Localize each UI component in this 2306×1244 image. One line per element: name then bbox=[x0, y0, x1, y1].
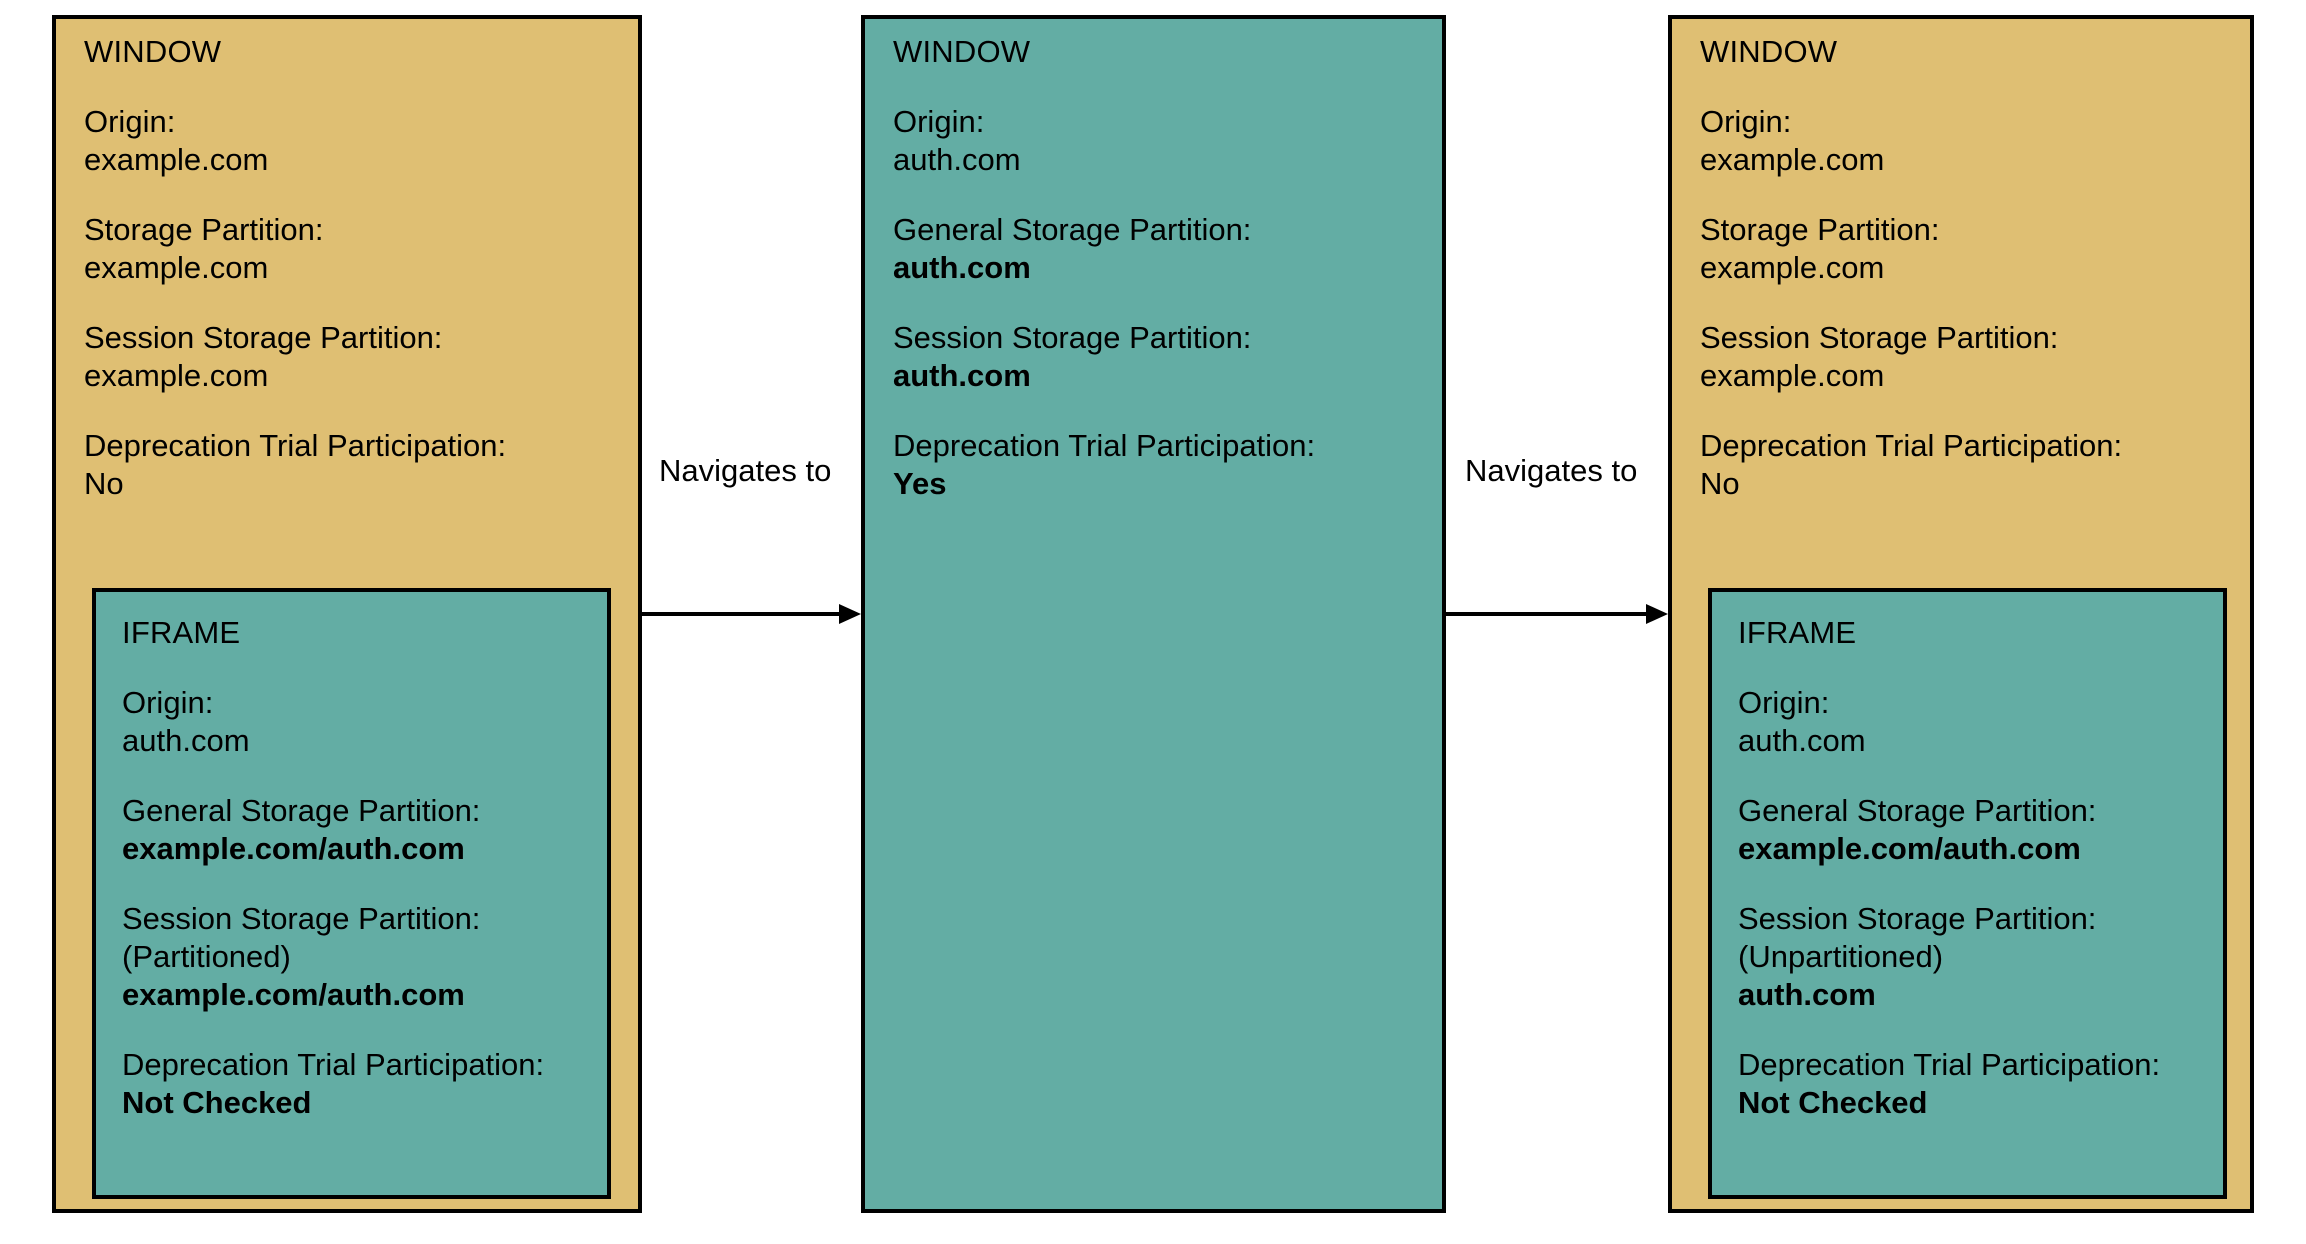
arrow-2-shaft bbox=[1446, 612, 1649, 616]
iframe-field-origin: Origin: auth.com bbox=[122, 684, 597, 760]
iframe-field-general-storage-partition: General Storage Partition: example.com/a… bbox=[122, 792, 597, 868]
arrow-1-label: Navigates to bbox=[659, 453, 832, 488]
iframe-panel-3: IFRAME Origin: auth.com General Storage … bbox=[1708, 588, 2227, 1199]
field-origin-value: auth.com bbox=[893, 142, 1021, 177]
window-panel-1-text: WINDOW Origin: example.com Storage Parti… bbox=[84, 33, 628, 503]
field-storage-partition-value: example.com bbox=[84, 250, 269, 285]
window-panel-3: WINDOW Origin: example.com Storage Parti… bbox=[1668, 15, 2254, 1213]
iframe-field-session-storage-partition-sub: (Unpartitioned) bbox=[1738, 939, 1944, 974]
field-deprecation-trial-value: Yes bbox=[893, 466, 947, 501]
iframe-field-deprecation-trial-value: Not Checked bbox=[122, 1085, 312, 1120]
iframe-field-origin: Origin: auth.com bbox=[1738, 684, 2213, 760]
field-session-storage-partition: Session Storage Partition: example.com bbox=[84, 319, 628, 395]
iframe-field-origin-label: Origin: bbox=[1738, 685, 1830, 720]
field-session-storage-partition-label: Session Storage Partition: bbox=[893, 320, 1252, 355]
field-origin: Origin: example.com bbox=[1700, 103, 2240, 179]
iframe-field-session-storage-partition-value: auth.com bbox=[1738, 977, 1876, 1012]
field-general-storage-partition-value: auth.com bbox=[893, 250, 1031, 285]
field-storage-partition-value: example.com bbox=[1700, 250, 1885, 285]
field-general-storage-partition: General Storage Partition: auth.com bbox=[893, 211, 1432, 287]
iframe-field-deprecation-trial-label: Deprecation Trial Participation: bbox=[1738, 1047, 2161, 1082]
field-session-storage-partition-label: Session Storage Partition: bbox=[84, 320, 443, 355]
field-origin-value: example.com bbox=[84, 142, 269, 177]
field-origin-value: example.com bbox=[1700, 142, 1885, 177]
arrow-2-head bbox=[1646, 604, 1668, 624]
window-panel-2: WINDOW Origin: auth.com General Storage … bbox=[861, 15, 1446, 1213]
field-deprecation-trial-label: Deprecation Trial Participation: bbox=[84, 428, 507, 463]
iframe-field-general-storage-partition-label: General Storage Partition: bbox=[122, 793, 481, 828]
window-panel-2-title: WINDOW bbox=[893, 34, 1031, 69]
iframe-panel-3-text: IFRAME Origin: auth.com General Storage … bbox=[1738, 614, 2213, 1122]
iframe-panel-1: IFRAME Origin: auth.com General Storage … bbox=[92, 588, 611, 1199]
field-session-storage-partition: Session Storage Partition: auth.com bbox=[893, 319, 1432, 395]
iframe-panel-1-text: IFRAME Origin: auth.com General Storage … bbox=[122, 614, 597, 1122]
field-origin: Origin: example.com bbox=[84, 103, 628, 179]
field-session-storage-partition-value: example.com bbox=[84, 358, 269, 393]
iframe-field-session-storage-partition-value: example.com/auth.com bbox=[122, 977, 465, 1012]
iframe-field-general-storage-partition: General Storage Partition: example.com/a… bbox=[1738, 792, 2213, 868]
iframe-field-deprecation-trial: Deprecation Trial Participation: Not Che… bbox=[1738, 1046, 2213, 1122]
iframe-field-deprecation-trial-value: Not Checked bbox=[1738, 1085, 1928, 1120]
field-origin-label: Origin: bbox=[893, 104, 985, 139]
iframe-field-session-storage-partition: Session Storage Partition: (Unpartitione… bbox=[1738, 900, 2213, 1014]
field-session-storage-partition-value: example.com bbox=[1700, 358, 1885, 393]
field-general-storage-partition-label: General Storage Partition: bbox=[893, 212, 1252, 247]
field-deprecation-trial-label: Deprecation Trial Participation: bbox=[893, 428, 1316, 463]
field-storage-partition: Storage Partition: example.com bbox=[84, 211, 628, 287]
iframe-field-session-storage-partition: Session Storage Partition: (Partitioned)… bbox=[122, 900, 597, 1014]
navigates-to-arrow-2 bbox=[1446, 602, 1668, 626]
field-storage-partition: Storage Partition: example.com bbox=[1700, 211, 2240, 287]
arrow-1-shaft bbox=[642, 612, 842, 616]
navigates-to-arrow-1 bbox=[642, 602, 861, 626]
iframe-field-deprecation-trial-label: Deprecation Trial Participation: bbox=[122, 1047, 545, 1082]
field-deprecation-trial: Deprecation Trial Participation: Yes bbox=[893, 427, 1432, 503]
field-deprecation-trial-value: No bbox=[84, 466, 124, 501]
field-origin: Origin: auth.com bbox=[893, 103, 1432, 179]
iframe-field-general-storage-partition-value: example.com/auth.com bbox=[1738, 831, 2081, 866]
field-origin-label: Origin: bbox=[84, 104, 176, 139]
iframe-field-origin-value: auth.com bbox=[1738, 723, 1866, 758]
window-panel-1: WINDOW Origin: example.com Storage Parti… bbox=[52, 15, 642, 1213]
iframe-field-origin-label: Origin: bbox=[122, 685, 214, 720]
field-session-storage-partition: Session Storage Partition: example.com bbox=[1700, 319, 2240, 395]
window-panel-3-text: WINDOW Origin: example.com Storage Parti… bbox=[1700, 33, 2240, 503]
window-panel-1-title: WINDOW bbox=[84, 34, 222, 69]
iframe-field-session-storage-partition-sub: (Partitioned) bbox=[122, 939, 291, 974]
window-panel-3-title: WINDOW bbox=[1700, 34, 1838, 69]
field-deprecation-trial: Deprecation Trial Participation: No bbox=[1700, 427, 2240, 503]
field-deprecation-trial-value: No bbox=[1700, 466, 1740, 501]
field-storage-partition-label: Storage Partition: bbox=[1700, 212, 1940, 247]
field-deprecation-trial-label: Deprecation Trial Participation: bbox=[1700, 428, 2123, 463]
iframe-field-general-storage-partition-label: General Storage Partition: bbox=[1738, 793, 2097, 828]
arrow-2-label: Navigates to bbox=[1465, 453, 1638, 488]
field-deprecation-trial: Deprecation Trial Participation: No bbox=[84, 427, 628, 503]
field-session-storage-partition-value: auth.com bbox=[893, 358, 1031, 393]
iframe-field-general-storage-partition-value: example.com/auth.com bbox=[122, 831, 465, 866]
iframe-field-deprecation-trial: Deprecation Trial Participation: Not Che… bbox=[122, 1046, 597, 1122]
iframe-field-session-storage-partition-label: Session Storage Partition: bbox=[122, 901, 481, 936]
field-origin-label: Origin: bbox=[1700, 104, 1792, 139]
arrow-1-head bbox=[839, 604, 861, 624]
field-session-storage-partition-label: Session Storage Partition: bbox=[1700, 320, 2059, 355]
iframe-panel-3-title: IFRAME bbox=[1738, 615, 1857, 650]
iframe-field-session-storage-partition-label: Session Storage Partition: bbox=[1738, 901, 2097, 936]
iframe-field-origin-value: auth.com bbox=[122, 723, 250, 758]
iframe-panel-1-title: IFRAME bbox=[122, 615, 241, 650]
window-panel-2-text: WINDOW Origin: auth.com General Storage … bbox=[893, 33, 1432, 503]
field-storage-partition-label: Storage Partition: bbox=[84, 212, 324, 247]
